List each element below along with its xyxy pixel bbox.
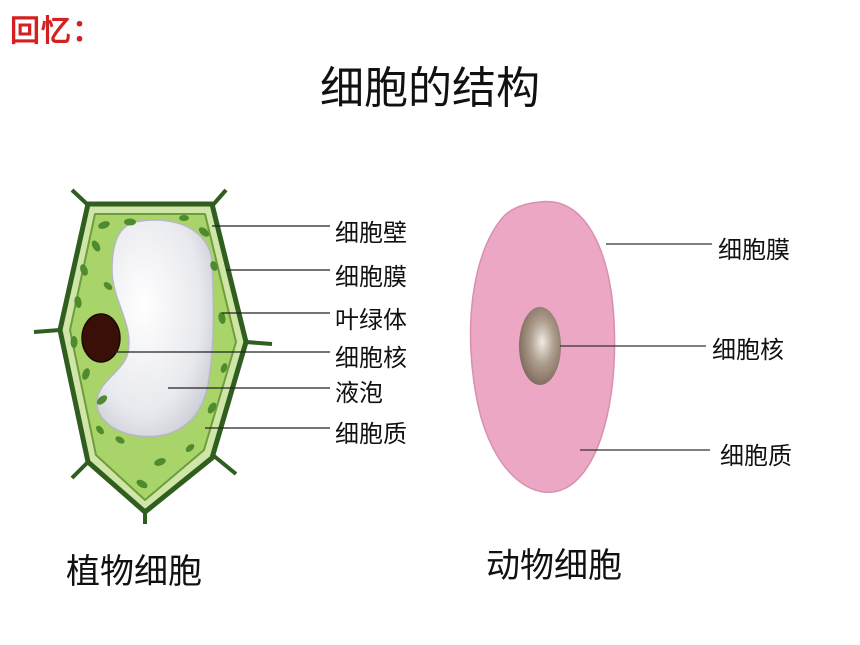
chloroplasts bbox=[70, 215, 228, 489]
label-nucleus: 细胞核 bbox=[335, 344, 407, 372]
animal-nucleus bbox=[519, 307, 561, 385]
label-cell-wall: 细胞壁 bbox=[335, 219, 407, 247]
plant-leader-lines bbox=[112, 225, 330, 429]
animal-leader-lines bbox=[560, 243, 712, 451]
label-animal-membrane: 细胞膜 bbox=[718, 236, 790, 264]
page-title: 细胞的结构 bbox=[320, 63, 540, 114]
cell-wall-extensions bbox=[33, 188, 273, 524]
label-cell-membrane: 细胞膜 bbox=[335, 263, 407, 291]
plant-cell bbox=[33, 188, 330, 524]
recall-heading: 回忆： bbox=[10, 14, 103, 49]
label-animal-cytoplasm: 细胞质 bbox=[720, 442, 792, 470]
animal-cell bbox=[469, 200, 712, 493]
label-cytoplasm: 细胞质 bbox=[335, 420, 407, 448]
label-animal-nucleus: 细胞核 bbox=[712, 336, 784, 364]
label-chloroplast: 叶绿体 bbox=[335, 306, 407, 334]
plant-nucleus bbox=[81, 313, 121, 363]
animal-cell-caption: 动物细胞 bbox=[486, 546, 622, 586]
plant-cell-caption: 植物细胞 bbox=[66, 552, 202, 592]
label-vacuole: 液泡 bbox=[335, 379, 383, 407]
